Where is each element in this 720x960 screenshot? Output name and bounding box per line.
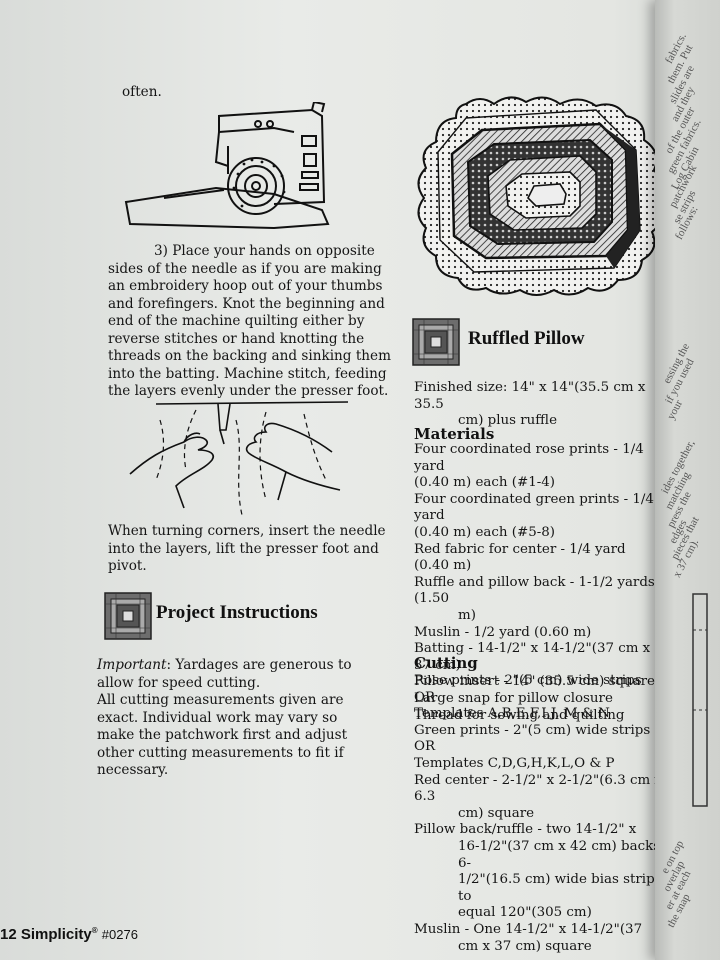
finished-line: Finished size: 14" x 14"(35.5 cm x 35.5	[414, 380, 646, 412]
ruffled-pillow-illustration	[417, 96, 663, 296]
step-3-line: 3) Place your hands on opposite	[154, 243, 375, 259]
important-line: exact. Individual work may vary so	[97, 709, 338, 726]
important-line: necessary.	[97, 762, 169, 778]
step-3-line: threads on the backing and sinking them	[108, 348, 391, 364]
important-line: make the patchwork first and adjust	[97, 727, 348, 743]
list-item: Red fabric for center - 1/4 yard (0.40 m…	[414, 542, 662, 575]
cutting-line: Green prints - 2"(5 cm) wide strips OR	[414, 722, 651, 755]
cutting-line: Templates A,B,E,F,I,J, M & N	[414, 706, 610, 722]
important-rest: : Yardages are generous to	[166, 657, 352, 673]
step-3-line: the layers evenly under the presser foot…	[108, 383, 389, 399]
material-line: Four coordinated green prints - 1/4 yard	[414, 491, 654, 524]
material-line: (0.40 m) each (#5-8)	[414, 524, 555, 540]
finished-size: Finished size: 14" x 14"(35.5 cm x 35.5 …	[414, 380, 662, 430]
material-line: Muslin - 1/2 yard (0.60 m)	[414, 624, 592, 640]
cutting-line: cm) square	[458, 805, 535, 821]
step-3-line: sides of the needle as if you are making	[108, 260, 382, 277]
next-page-diagram-fragment	[692, 593, 708, 807]
materials-list: Four coordinated rose prints - 1/4 yard(…	[414, 442, 662, 724]
cutting-line: equal 120"(305 cm)	[458, 905, 592, 921]
pattern-number: #0276	[101, 927, 138, 942]
ruffled-pillow-heading: Ruffled Pillow	[468, 328, 585, 349]
log-cabin-block-icon	[104, 592, 152, 640]
page-number: 12	[0, 926, 17, 943]
registered-mark: ®	[91, 926, 98, 935]
cutting-line: Muslin - One 14-1/2" x 14-1/2"(37	[414, 921, 643, 937]
list-item: Pillow insert - 14" (35.5 cm) square	[414, 674, 662, 691]
cutting-list: Rose prints - 2"(5 cm) wide strips OR Te…	[414, 673, 666, 955]
list-item: Templates A,B,E,F,I,J, M & N	[414, 706, 666, 723]
step-3-line: into the batting. Machine stitch, feedin…	[108, 365, 387, 382]
cutting-line: Rose prints - 2"(5 cm) wide strips OR	[414, 673, 642, 705]
important-line: allow for speed cutting.	[97, 674, 261, 691]
step-3-paragraph: 3) Place your hands on opposite sides of…	[108, 243, 393, 401]
text-fragment-often: often.	[122, 84, 162, 100]
cutting-line: Red center - 2-1/2" x 2-1/2"(6.3 cm x 6.…	[414, 772, 662, 805]
log-cabin-block-icon	[412, 318, 460, 366]
step-3-line: an embroidery hoop out of your thumbs	[108, 278, 383, 294]
material-line: Pillow insert - 14" (35.5 cm) square	[414, 674, 655, 690]
list-item: Four coordinated green prints - 1/4 yard…	[414, 492, 662, 542]
turning-corners-paragraph: When turning corners, insert the needle …	[108, 523, 393, 576]
step-3-line: end of the machine quilting either by	[108, 313, 365, 329]
list-item: Thread for sewing and quilting	[414, 708, 662, 725]
important-line: All cutting measurements given are	[97, 692, 344, 708]
material-line: (0.40 m) each (#1-4)	[414, 475, 555, 491]
list-item: Four coordinated rose prints - 1/4 yard(…	[414, 442, 662, 492]
important-line: other cutting measurements to fit if	[97, 744, 344, 761]
sewing-machine-illustration	[124, 102, 330, 230]
step-3-line: reverse stitches or hand knotting the	[108, 330, 365, 347]
turning-line: pivot.	[108, 558, 147, 574]
material-line: Ruffle and pillow back - 1-1/2 yards (1.…	[414, 574, 655, 607]
page-footer: 12 Simplicity® #0276	[0, 926, 138, 943]
list-item: Muslin - 1/2 yard (0.60 m)	[414, 625, 662, 642]
list-item: Large snap for pillow closure	[414, 691, 662, 708]
list-item: Batting - 14-1/2" x 14-1/2"(37 cm x 37 c…	[414, 641, 662, 674]
brand-name: Simplicity	[20, 926, 92, 943]
turning-line: into the layers, lift the presser foot a…	[108, 540, 379, 557]
cutting-line: 1/2"(16.5 cm) wide bias strips to	[458, 872, 662, 904]
important-line-1: Important: Yardages are generous to	[97, 657, 387, 675]
material-line: Large snap for pillow closure	[414, 690, 613, 706]
cutting-line: Templates C,D,G,H,K,L,O & P	[414, 755, 615, 771]
list-item: Green prints - 2"(5 cm) wide strips OR	[414, 723, 666, 756]
materials-heading: Materials	[414, 425, 495, 443]
cutting-heading: Cutting	[414, 654, 478, 672]
material-line: Red fabric for center - 1/4 yard (0.40 m…	[414, 541, 626, 574]
list-item: Ruffle and pillow back - 1-1/2 yards (1.…	[414, 575, 662, 625]
cutting-line: cm x 37 cm) square	[458, 938, 592, 954]
next-page-edge: fabrics. them. Put slides are and they o…	[655, 0, 720, 960]
list-item: Templates C,D,G,H,K,L,O & P	[414, 756, 666, 773]
material-line: Thread for sewing and quilting	[414, 707, 625, 723]
important-paragraph: Important: Yardages are generous to allo…	[97, 657, 387, 780]
turning-line: When turning corners, insert the needle	[108, 523, 386, 539]
finished-line: cm) plus ruffle	[458, 413, 558, 429]
list-item: Rose prints - 2"(5 cm) wide strips OR	[414, 673, 666, 706]
cutting-line: 16-1/2"(37 cm x 42 cm) backs; 6-	[458, 838, 665, 871]
material-line: Batting - 14-1/2" x 14-1/2"(37 cm x 37 c…	[414, 641, 651, 673]
important-label: Important	[97, 657, 167, 673]
cutting-line: Pillow back/ruffle - two 14-1/2" x	[414, 822, 637, 838]
step-3-line: and forefingers. Knot the beginning and	[108, 295, 385, 312]
material-line: Four coordinated rose prints - 1/4 yard	[414, 442, 644, 474]
material-line: m)	[458, 607, 476, 623]
list-item: Red center - 2-1/2" x 2-1/2"(6.3 cm x 6.…	[414, 773, 666, 823]
project-instructions-heading: Project Instructions	[156, 602, 318, 623]
hands-quilting-illustration	[129, 401, 349, 516]
